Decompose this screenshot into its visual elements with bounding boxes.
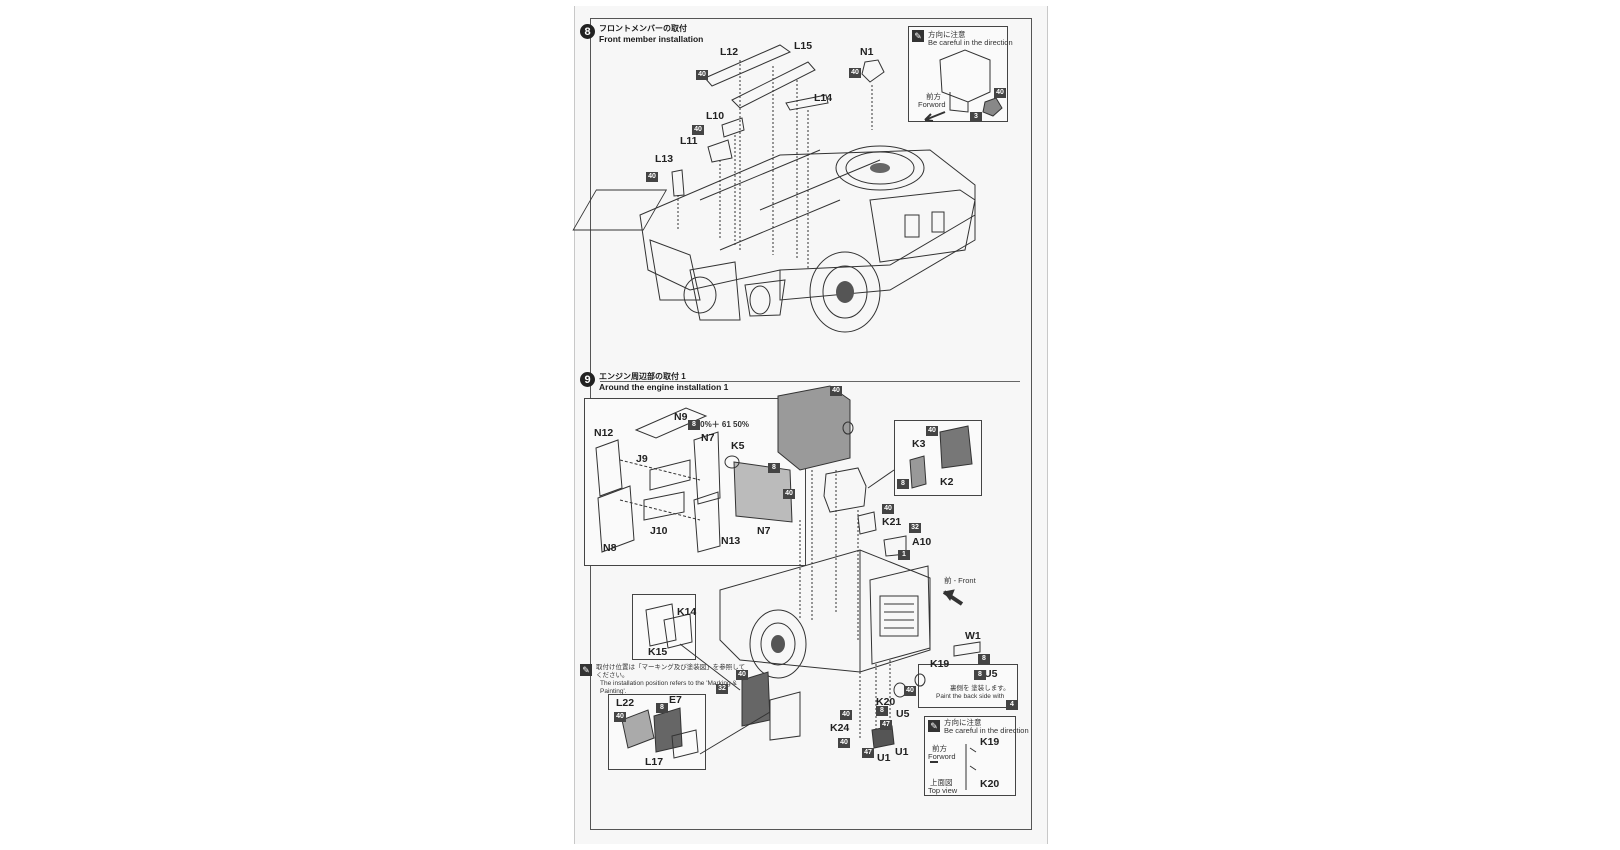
- paint-code-badge: 40: [849, 68, 861, 78]
- caution-pencil-icon: ✎: [580, 664, 592, 676]
- front-direction-label: 前 - Front: [944, 576, 976, 585]
- paint-code-badge: 32: [909, 523, 921, 533]
- part-label-l11: L11: [680, 135, 698, 147]
- paint-code-badge: 40: [736, 670, 748, 680]
- paint-code-badge: 8: [978, 654, 990, 664]
- caution-pencil-icon: ✎: [912, 30, 924, 42]
- part-label-k21: K21: [882, 516, 902, 528]
- part-label-u5-note: U5: [984, 668, 998, 680]
- direction-topview-en: Top view: [928, 786, 958, 795]
- part-label-k2: K2: [940, 476, 954, 488]
- direction-note-en: Be careful in the direction: [944, 726, 1029, 735]
- part-label-n7-top: N7: [701, 432, 715, 444]
- direction-topview-jp: 上面図: [930, 778, 953, 787]
- part-label-a10: A10: [912, 536, 932, 548]
- part-label-k5: K5: [731, 440, 745, 452]
- part-label-n1: N1: [860, 46, 874, 58]
- part-label-k20: K20: [876, 696, 896, 708]
- step-9-header: 9 エンジン周辺部の取付 1 Around the engine install…: [580, 372, 728, 392]
- step-8-forward-en: Forword: [918, 100, 946, 109]
- part-label-k15: K15: [648, 646, 668, 658]
- part-label-n12: N12: [594, 427, 614, 439]
- direction-part-k20: K20: [980, 778, 1000, 790]
- paint-code-badge: 40: [882, 504, 894, 514]
- part-label-l22: L22: [616, 697, 635, 709]
- step-8-title-en: Front member installation: [599, 34, 704, 44]
- paint-code-badge: 40: [904, 686, 916, 696]
- step-8-number: 8: [580, 24, 595, 39]
- part-label-e7: E7: [669, 694, 682, 706]
- paint-code-badge: 47: [880, 720, 892, 730]
- part-label-u5: U5: [896, 708, 910, 720]
- step-9-title-jp: エンジン周辺部の取付 1: [599, 372, 686, 381]
- paint-code-badge: 1: [898, 550, 910, 560]
- part-label-l15: L15: [794, 40, 813, 52]
- part-label-n9: N9: [674, 411, 688, 423]
- paint-code-badge: 32: [716, 684, 728, 694]
- step-8-note-jp: 方向に注意: [928, 30, 966, 39]
- direction-forward-jp: 前方: [932, 744, 947, 753]
- step-8-title-jp: フロントメンバーの取付: [599, 24, 687, 33]
- step-9-k14-k15-box: [632, 594, 696, 660]
- paint-code-badge: 8: [897, 479, 909, 489]
- part-label-l14: L14: [814, 92, 833, 104]
- direction-note-jp: 方向に注意: [944, 718, 982, 727]
- part-label-j10: J10: [650, 525, 668, 537]
- direction-forward-en: Forword: [928, 752, 956, 761]
- step-8-forward-jp: 前方: [926, 92, 941, 101]
- backside-note-jp: 裏側を 塗装します。: [950, 685, 1010, 692]
- step-8-note-en: Be careful in the direction: [928, 38, 1013, 47]
- paint-code-badge: 40: [783, 489, 795, 499]
- paint-code-badge: 40: [994, 88, 1006, 98]
- backside-note-en: Paint the back side with: [936, 693, 1005, 700]
- part-label-n13: N13: [721, 535, 741, 547]
- part-label-l10: L10: [706, 110, 725, 122]
- part-label-u1-right: U1: [895, 746, 909, 758]
- paint-code-badge: 8: [656, 703, 668, 713]
- marking-note-en: The installation position refers to the …: [600, 680, 737, 695]
- part-label-l13: L13: [655, 153, 674, 165]
- part-label-k14: K14: [677, 606, 697, 618]
- paint-code-badge: 8: [768, 463, 780, 473]
- step-divider: [600, 381, 1020, 382]
- paint-code-badge: 40: [838, 738, 850, 748]
- step-8-header: 8 フロントメンバーの取付 Front member installation: [580, 24, 703, 44]
- part-label-w1: W1: [965, 630, 981, 642]
- paint-code-badge: 47: [862, 748, 874, 758]
- part-label-j9: J9: [636, 453, 648, 465]
- paint-code-badge: 40: [692, 125, 704, 135]
- part-label-n8: N8: [603, 542, 617, 554]
- paint-mix-note: 8 50%＋ 61 50%: [689, 420, 750, 429]
- step-9-number: 9: [580, 372, 595, 387]
- paint-code-badge: 4: [1006, 700, 1018, 710]
- part-label-l17: L17: [645, 756, 664, 768]
- direction-part-k19: K19: [980, 736, 1000, 748]
- part-label-k24: K24: [830, 722, 850, 734]
- part-label-k3: K3: [912, 438, 926, 450]
- paint-code-badge: 40: [840, 710, 852, 720]
- paint-code-badge: 40: [696, 70, 708, 80]
- paint-code-badge: 40: [646, 172, 658, 182]
- paint-code-badge: 40: [830, 386, 842, 396]
- part-label-k19: K19: [930, 658, 950, 670]
- paint-code-badge: 40: [926, 426, 938, 436]
- paint-code-badge: 40: [614, 712, 626, 722]
- marking-note-jp: 取付け位置は「マーキング及び塗装図」を参照してください。: [596, 664, 746, 679]
- part-label-l12: L12: [720, 46, 739, 58]
- paint-code-badge: 8: [688, 420, 700, 430]
- paint-code-badge: 8: [876, 706, 888, 716]
- step-9-title-en: Around the engine installation 1: [599, 382, 729, 392]
- part-label-n7-bottom: N7: [757, 525, 771, 537]
- part-label-u1-left: U1: [877, 752, 891, 764]
- caution-pencil-icon: ✎: [928, 720, 940, 732]
- step-8-note-part: 3: [970, 112, 982, 122]
- paint-code-badge: 8: [974, 670, 986, 680]
